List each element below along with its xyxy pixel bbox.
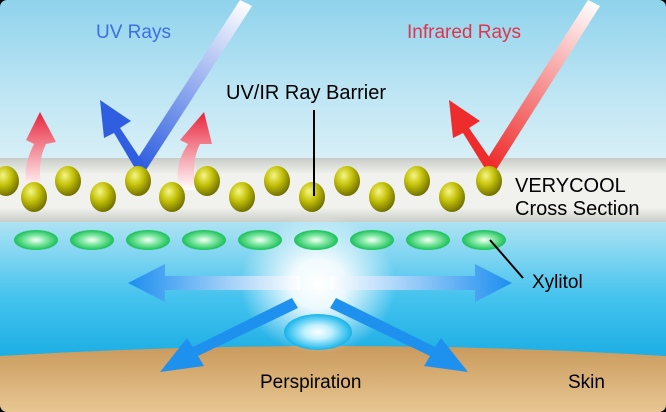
heat-release-arrow-right bbox=[177, 112, 212, 190]
barrier-particle bbox=[194, 166, 220, 196]
xylitol-particle bbox=[14, 230, 58, 250]
barrier-particle bbox=[334, 166, 360, 196]
xylitol-label: Xylitol bbox=[532, 272, 583, 293]
xylitol-particles bbox=[14, 230, 506, 250]
xylitol-particle bbox=[462, 230, 506, 250]
infrared-ray-reflected bbox=[449, 100, 494, 170]
barrier-particle bbox=[21, 182, 47, 212]
barrier-particle bbox=[264, 166, 290, 196]
perspiration-drop bbox=[284, 314, 352, 350]
xylitol-particle bbox=[238, 230, 282, 250]
xylitol-leader-line bbox=[489, 239, 524, 279]
barrier-particle bbox=[439, 182, 465, 212]
xylitol-particle bbox=[406, 230, 450, 250]
barrier-particle bbox=[125, 166, 151, 196]
arrow-reflect-icon bbox=[449, 0, 600, 170]
infrared-rays-label: Infrared Rays bbox=[407, 22, 522, 43]
evaporation-arrow-lower-left bbox=[160, 298, 298, 372]
uv-rays-label: UV Rays bbox=[96, 22, 171, 43]
cross-section-label-line-1: VERYCOOL bbox=[515, 175, 626, 197]
barrier-particle bbox=[404, 166, 430, 196]
arrow-reflect-icon bbox=[100, 0, 252, 170]
curved-up-arrow-icon bbox=[25, 112, 212, 190]
barrier-particle bbox=[369, 182, 395, 212]
uv-ray-incoming bbox=[134, 0, 252, 170]
barrier-particle bbox=[55, 166, 81, 196]
cross-section-label: VERYCOOL Cross Section bbox=[515, 175, 640, 221]
evaporation-arrow-lower-right bbox=[330, 298, 468, 372]
evaporation-arrow-left bbox=[128, 264, 300, 302]
barrier-particle bbox=[229, 182, 255, 212]
xylitol-particle bbox=[126, 230, 170, 250]
skin-label: Skin bbox=[568, 372, 605, 393]
skin-surface bbox=[0, 346, 666, 412]
barrier-particle bbox=[90, 182, 116, 212]
evaporation-arrow-right bbox=[330, 264, 512, 302]
barrier-label: UV/IR Ray Barrier bbox=[226, 82, 387, 104]
barrier-particle bbox=[159, 182, 185, 212]
xylitol-particle bbox=[294, 230, 338, 250]
barrier-particle bbox=[0, 166, 19, 196]
perspiration-label: Perspiration bbox=[260, 372, 362, 393]
xylitol-particle bbox=[70, 230, 114, 250]
barrier-particles bbox=[0, 166, 502, 212]
cross-section-label-line-2: Cross Section bbox=[515, 198, 640, 220]
uv-ray-reflected bbox=[100, 100, 144, 170]
radial-arrows-icon bbox=[128, 264, 512, 372]
xylitol-particle bbox=[350, 230, 394, 250]
heat-release-arrow-left bbox=[25, 112, 56, 190]
barrier-particle bbox=[299, 182, 325, 212]
xylitol-particle bbox=[182, 230, 226, 250]
infrared-ray-incoming bbox=[484, 0, 600, 170]
barrier-particle bbox=[476, 166, 502, 196]
